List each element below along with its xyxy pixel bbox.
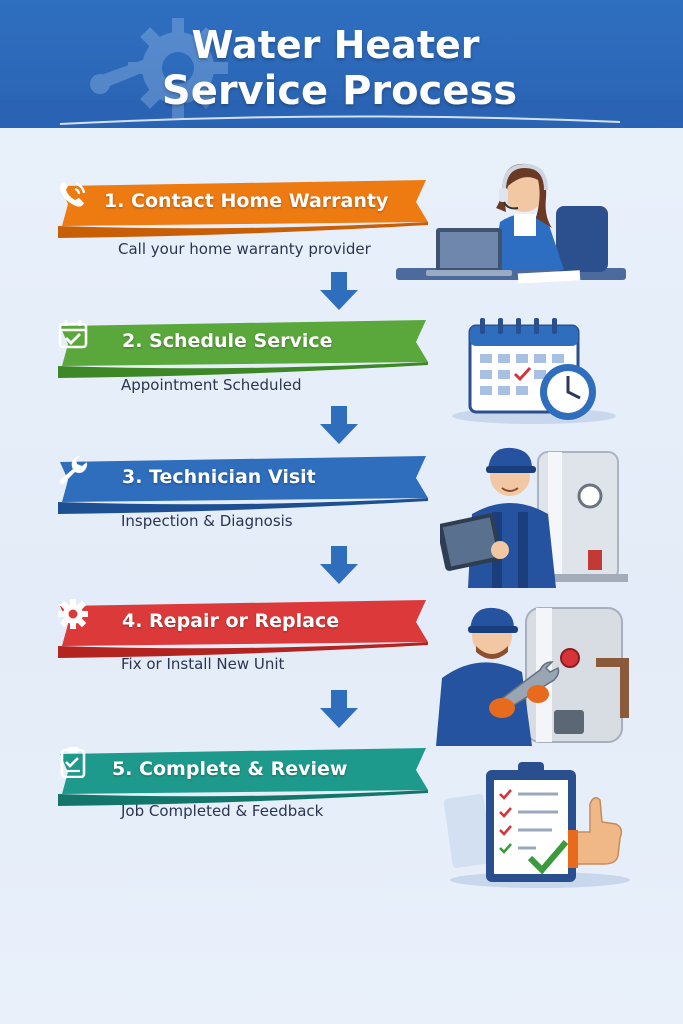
step-3-banner: 3. Technician Visit (56, 454, 430, 514)
step-1-banner: 1. Contact Home Warranty (56, 178, 430, 238)
step-4-banner: 4. Repair or Replace (56, 598, 430, 658)
down-arrow-icon (320, 690, 358, 728)
gear-wrench-decoration-icon (90, 18, 228, 118)
step-3-label: 3. Technician Visit (122, 466, 316, 488)
gear-icon (58, 599, 88, 629)
down-arrow-icon (320, 272, 358, 310)
step-5-label: 5. Complete & Review (112, 758, 348, 780)
title-line-2: Service Process (161, 68, 518, 114)
step-3-description: Inspection & Diagnosis (121, 512, 293, 530)
header-curve (0, 100, 683, 126)
call-agent-illustration (396, 163, 626, 284)
step-4-description: Fix or Install New Unit (121, 655, 285, 673)
step-5-banner: 5. Complete & Review (56, 746, 430, 806)
clipboard-check-icon (60, 747, 86, 778)
step-2-banner: 2. Schedule Service (56, 318, 430, 378)
down-arrow-icon (320, 546, 358, 584)
down-arrow-icon (320, 406, 358, 444)
step-2-description: Appointment Scheduled (121, 376, 302, 394)
step-4-label: 4. Repair or Replace (122, 610, 340, 632)
title-line-1: Water Heater (191, 23, 480, 67)
step-1-description: Call your home warranty provider (118, 240, 371, 258)
step-1-label: 1. Contact Home Warranty (104, 190, 389, 212)
step-2-label: 2. Schedule Service (122, 330, 333, 352)
calendar-clock-illustration (452, 318, 616, 424)
phone-icon (60, 182, 86, 207)
calendar-check-icon (58, 320, 88, 349)
technician-inspection-illustration (440, 447, 628, 588)
checklist-thumbs-up-illustration (444, 762, 630, 888)
step-5-description: Job Completed & Feedback (121, 802, 324, 820)
page-title: Water Heater Service Process (0, 22, 683, 114)
technician-repair-illustration (436, 607, 629, 746)
wrench-icon (59, 456, 88, 484)
